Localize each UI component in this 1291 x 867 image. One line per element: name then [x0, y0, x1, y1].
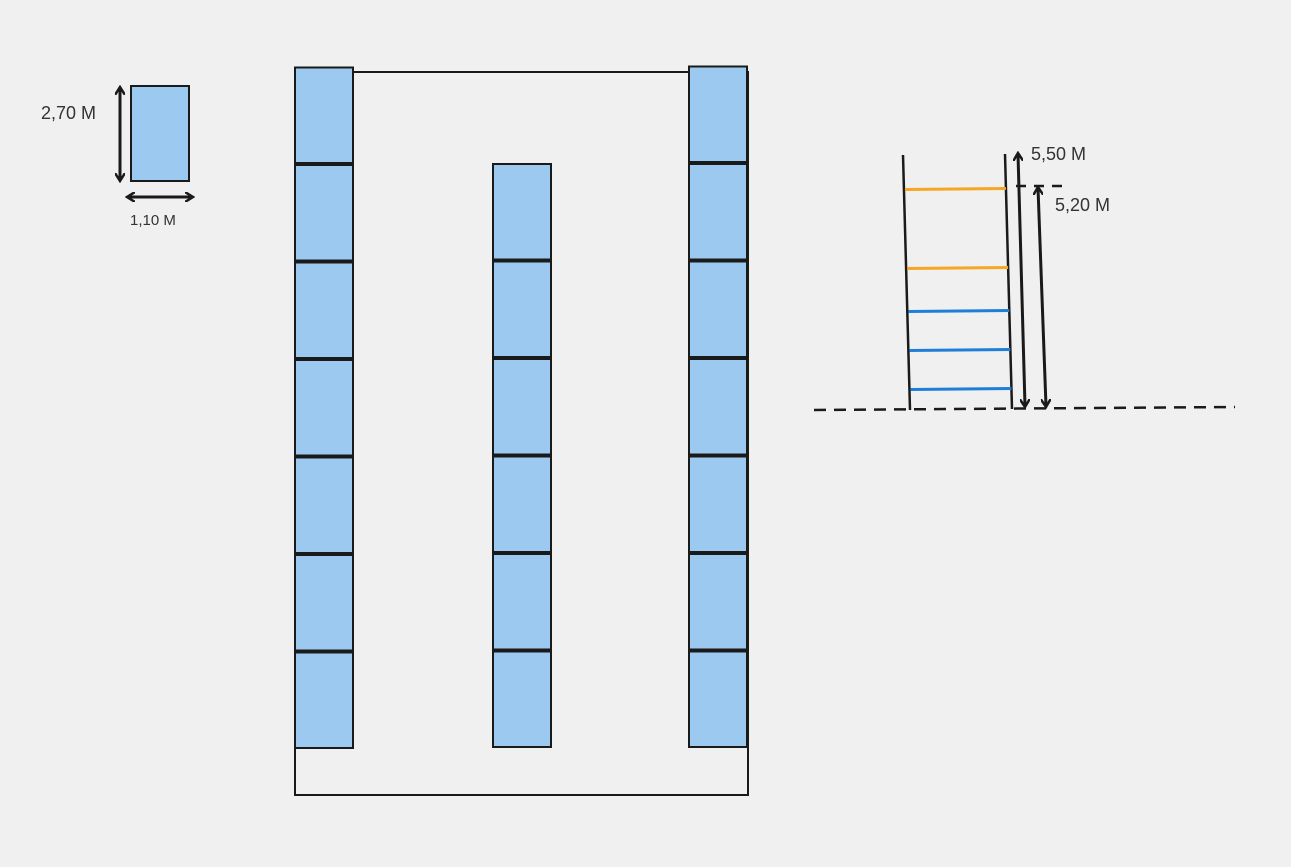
- middle-column-parking-space: [492, 163, 552, 261]
- rung-height-label: 5,20 M: [1055, 195, 1110, 215]
- ground-line: [813, 405, 1236, 412]
- left-column-parking-space: [294, 554, 354, 652]
- rack-side-view: 5,50 M 5,20 M: [813, 144, 1236, 412]
- width-label: 1,10 M: [130, 212, 176, 229]
- left-column-parking-space: [294, 456, 354, 554]
- right-column-parking-space: [688, 455, 748, 553]
- rack-rung: [908, 309, 1010, 313]
- rack-left-post: [901, 154, 912, 411]
- middle-column-parking-space: [492, 358, 552, 456]
- right-column-parking-space: [688, 260, 748, 358]
- middle-column-parking-space: [492, 650, 552, 748]
- legend-space-rect: [130, 85, 190, 182]
- left-column-parking-space: [294, 261, 354, 359]
- left-column-parking-space: [294, 359, 354, 457]
- total-height-arrow-icon: [1018, 154, 1025, 406]
- right-column-parking-space: [688, 553, 748, 651]
- left-column-parking-space: [294, 651, 354, 749]
- right-column-parking-space: [688, 650, 748, 748]
- height-label: 2,70 M: [41, 103, 96, 123]
- right-column-parking-space: [688, 358, 748, 456]
- rack-right-post: [1003, 153, 1014, 410]
- left-column-parking-space: [294, 164, 354, 262]
- total-height-label: 5,50 M: [1031, 144, 1086, 164]
- middle-column-parking-space: [492, 455, 552, 553]
- legend-space: 2,70 M 1,10 M: [41, 85, 192, 229]
- parking-spaces: [294, 65, 748, 749]
- left-column-parking-space: [294, 66, 354, 164]
- rack-rung: [907, 266, 1009, 270]
- middle-column-parking-space: [492, 553, 552, 651]
- right-column-parking-space: [688, 65, 748, 163]
- rung-height-arrow-icon: [1038, 188, 1046, 406]
- rack-rung: [909, 348, 1011, 352]
- middle-column-parking-space: [492, 260, 552, 358]
- rack-rung: [910, 387, 1012, 391]
- right-column-parking-space: [688, 163, 748, 261]
- rack-rung: [904, 187, 1006, 191]
